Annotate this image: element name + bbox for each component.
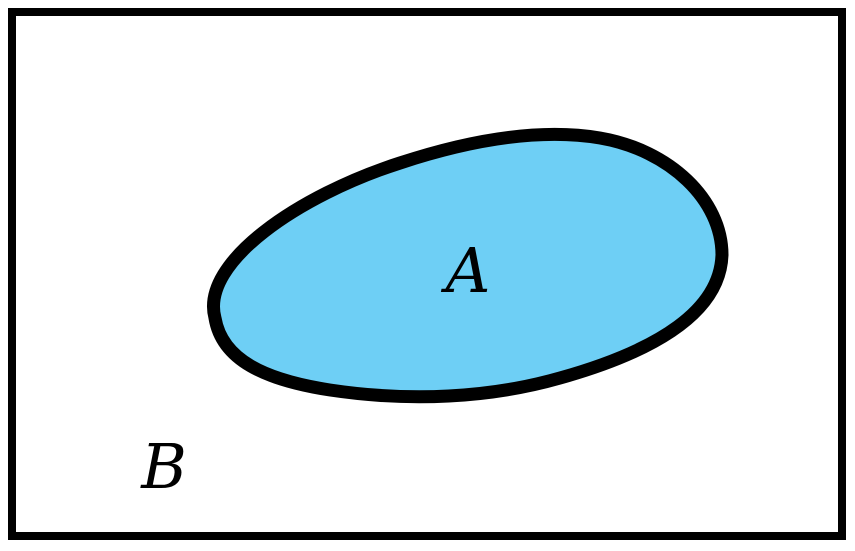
set-b-label: B (140, 430, 187, 503)
set-a-label: A (441, 234, 491, 307)
set-a-region (207, 127, 729, 404)
